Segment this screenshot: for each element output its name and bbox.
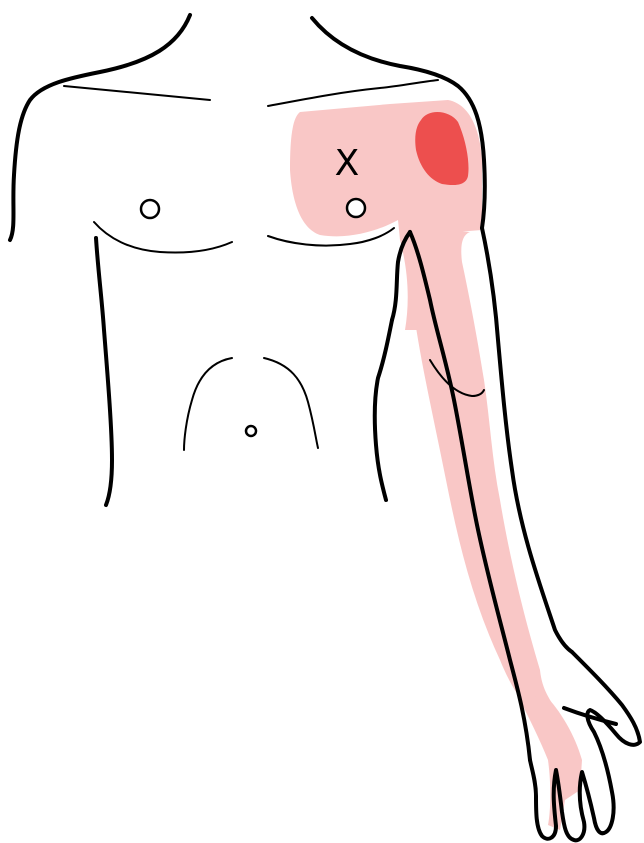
trigger-point-marker: X (335, 143, 360, 184)
pectoral-left-line (94, 222, 232, 253)
torso-right-outline (375, 320, 392, 500)
torso-left-outline (96, 238, 112, 505)
ribcage-right-arc (264, 358, 318, 448)
clavicle-left (64, 86, 210, 100)
ribcage-left-arc (184, 358, 232, 450)
right-nipple (347, 199, 365, 217)
referred-pain-zone (290, 100, 582, 830)
left-nipple (141, 200, 159, 218)
clavicle-right (268, 80, 438, 106)
neck-left-outline (10, 15, 190, 240)
navel (246, 426, 256, 436)
